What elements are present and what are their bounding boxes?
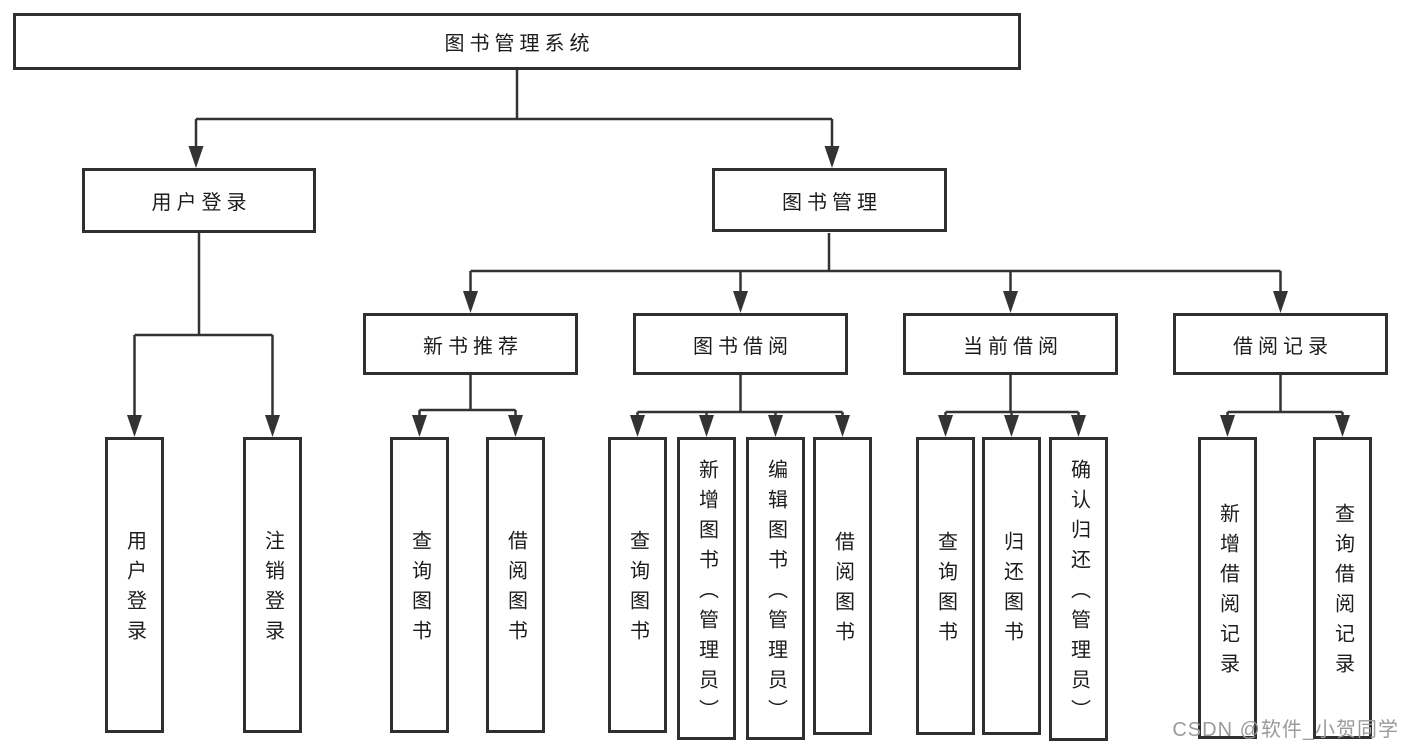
leaf-user-login: 用户登录 (105, 437, 164, 733)
leaf-query-books-current: 查询图书 (916, 437, 975, 735)
leaf-confirm-return-admin: 确认归还（管理员） (1049, 437, 1108, 741)
node-borrowing-records: 借阅记录 (1173, 313, 1388, 375)
node-label: 查询图书 (934, 531, 957, 651)
node-label: 借阅图书 (504, 530, 527, 650)
leaf-query-books-borrow: 查询图书 (608, 437, 667, 733)
node-book-management: 图书管理 (712, 168, 947, 232)
node-label: 新书推荐 (423, 335, 523, 358)
node-book-borrowing: 图书借阅 (633, 313, 848, 375)
node-label: 用户登录 (151, 192, 252, 214)
leaf-return-book: 归还图书 (982, 437, 1041, 735)
node-label: 查询图书 (408, 530, 431, 650)
leaf-add-book-admin: 新增图书（管理员） (677, 437, 736, 740)
node-label: 注销登录 (261, 530, 284, 650)
node-label: 图书管理系统 (444, 33, 595, 55)
node-current-borrowing: 当前借阅 (903, 313, 1118, 375)
csdn-watermark: CSDN @软件_小贺同学 (1172, 719, 1399, 741)
leaf-edit-book-admin: 编辑图书（管理员） (746, 437, 805, 740)
node-label: 查询借阅记录 (1331, 503, 1354, 683)
node-root-library-system: 图书管理系统 (13, 13, 1021, 70)
node-label: 用户登录 (123, 530, 146, 650)
node-label: 当前借阅 (963, 335, 1063, 358)
node-label: 图书借阅 (693, 335, 793, 358)
leaf-query-books-recommend: 查询图书 (390, 437, 449, 733)
node-label: 借阅图书 (831, 531, 854, 651)
leaf-borrow-books: 借阅图书 (813, 437, 872, 735)
arrowheads (127, 146, 1350, 437)
leaf-logout: 注销登录 (243, 437, 302, 733)
node-label: 新增图书（管理员） (695, 458, 718, 729)
node-label: 编辑图书（管理员） (764, 458, 787, 729)
node-label: 查询图书 (626, 530, 649, 650)
node-user-login: 用户登录 (82, 168, 316, 233)
leaf-query-borrow-record: 查询借阅记录 (1313, 437, 1372, 739)
node-label: 图书管理 (782, 191, 882, 214)
node-label: 归还图书 (1000, 531, 1023, 651)
node-label: 借阅记录 (1233, 335, 1333, 358)
leaf-borrow-books-recommend: 借阅图书 (486, 437, 545, 733)
node-new-book-recommend: 新书推荐 (363, 313, 578, 375)
node-label: 新增借阅记录 (1216, 503, 1239, 683)
leaf-add-borrow-record: 新增借阅记录 (1198, 437, 1257, 739)
node-label: 确认归还（管理员） (1067, 459, 1090, 729)
